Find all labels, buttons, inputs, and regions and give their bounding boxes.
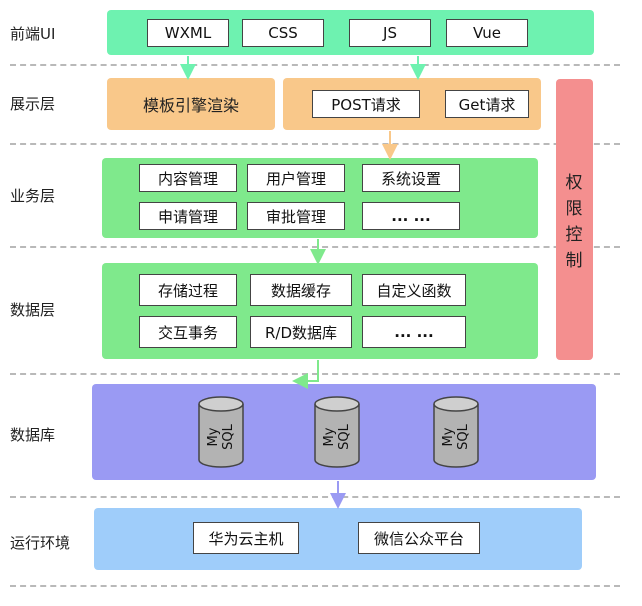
mysql-database: My SQL	[314, 396, 360, 468]
separator	[10, 246, 620, 248]
business-item-content-mgmt: 内容管理	[139, 164, 237, 192]
post-request: POST请求	[312, 90, 420, 118]
get-request: Get请求	[445, 90, 529, 118]
frontend-item-css: CSS	[242, 19, 324, 47]
access-control-band	[556, 79, 593, 360]
layer-label-database: 数据库	[10, 426, 56, 444]
data-item-more: ... ...	[362, 316, 466, 348]
presentation-engine-band	[107, 78, 275, 130]
business-item-user-mgmt: 用户管理	[247, 164, 345, 192]
access-control-label: 权 限 控 制	[563, 170, 585, 274]
access-control-char: 控	[565, 225, 583, 245]
business-item-approval-mgmt: 审批管理	[247, 202, 345, 230]
layer-label-data: 数据层	[10, 301, 56, 319]
access-control-char: 限	[565, 199, 583, 219]
data-item-transaction: 交互事务	[139, 316, 237, 348]
runtime-band	[94, 508, 582, 570]
frontend-item-wxml: WXML	[147, 19, 229, 47]
arrow-data-to-database	[292, 360, 319, 389]
mysql-database: My SQL	[198, 396, 244, 468]
separator	[10, 64, 620, 66]
access-control-char: 权	[565, 173, 583, 193]
business-item-application-mgmt: 申请管理	[139, 202, 237, 230]
separator	[10, 143, 620, 145]
runtime-item-huawei-cloud: 华为云主机	[193, 522, 299, 554]
mysql-database: My SQL	[433, 396, 479, 468]
business-item-system-settings: 系统设置	[362, 164, 460, 192]
separator	[10, 373, 620, 375]
separator	[10, 496, 620, 498]
access-control-char: 制	[565, 251, 583, 271]
layer-label-business: 业务层	[10, 187, 56, 205]
database-cylinder-icon	[314, 396, 360, 468]
business-item-more: ... ...	[362, 202, 460, 230]
template-engine-render: 模板引擎渲染	[142, 96, 239, 115]
layer-label-presentation: 展示层	[10, 95, 56, 113]
layer-label-runtime: 运行环境	[10, 534, 71, 552]
database-cylinder-icon	[198, 396, 244, 468]
runtime-item-wechat-platform: 微信公众平台	[358, 522, 480, 554]
frontend-item-vue: Vue	[446, 19, 528, 47]
data-item-rd-database: R/D数据库	[250, 316, 352, 348]
data-item-custom-function: 自定义函数	[362, 274, 466, 306]
data-item-stored-procedure: 存储过程	[139, 274, 237, 306]
database-cylinder-icon	[433, 396, 479, 468]
data-item-data-cache: 数据缓存	[250, 274, 352, 306]
frontend-item-js: JS	[349, 19, 431, 47]
separator	[10, 585, 620, 587]
layer-label-frontend: 前端UI	[10, 25, 56, 43]
